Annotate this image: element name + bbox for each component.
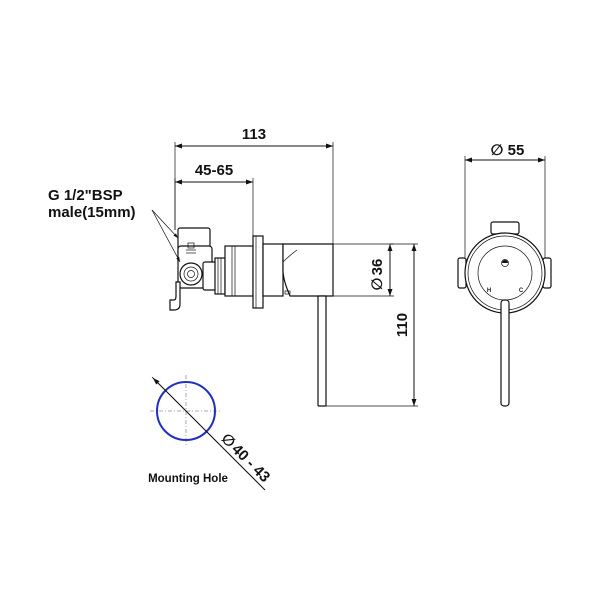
side-view: 113 45-65 G 1/2"BSP male(15mm) ∅ 36 xyxy=(48,126,418,407)
plate-diameter-label: 55 xyxy=(508,142,525,159)
dimension-body-diameter: ∅ 36 xyxy=(333,243,394,297)
wall-plate xyxy=(252,235,264,309)
inlet-range-label: 45-65 xyxy=(195,162,233,179)
handle-lever xyxy=(317,295,327,407)
mounting-hole-view: ∅ 40 - 43 Mounting Hole xyxy=(148,375,273,491)
cold-mark: C xyxy=(519,288,524,294)
overall-length-label: 113 xyxy=(242,126,266,143)
body-diameter-symbol: ∅ xyxy=(369,277,386,290)
thread-note: G 1/2"BSP male(15mm) xyxy=(48,187,181,263)
dimension-overall-length: 113 xyxy=(174,126,334,244)
inlet-fitting xyxy=(169,227,254,311)
hot-mark: H xyxy=(487,288,491,294)
hole-range-label: 40 - 43 xyxy=(228,441,273,486)
body-diameter-label: 36 xyxy=(369,259,386,276)
front-view: H C ∅ 55 xyxy=(457,142,552,407)
front-handle xyxy=(500,299,510,407)
thread-note-line2: male(15mm) xyxy=(48,204,136,221)
plate-diameter-symbol: ∅ xyxy=(491,142,504,159)
dimension-inlet-range: 45-65 xyxy=(174,162,254,236)
dimension-height: 110 xyxy=(326,243,418,407)
mixer-body xyxy=(262,243,334,297)
dimension-plate-diameter: ∅ 55 xyxy=(464,142,546,258)
height-label: 110 xyxy=(394,313,411,337)
thread-note-line1: G 1/2"BSP xyxy=(48,187,123,204)
mounting-hole-caption: Mounting Hole xyxy=(148,473,228,485)
